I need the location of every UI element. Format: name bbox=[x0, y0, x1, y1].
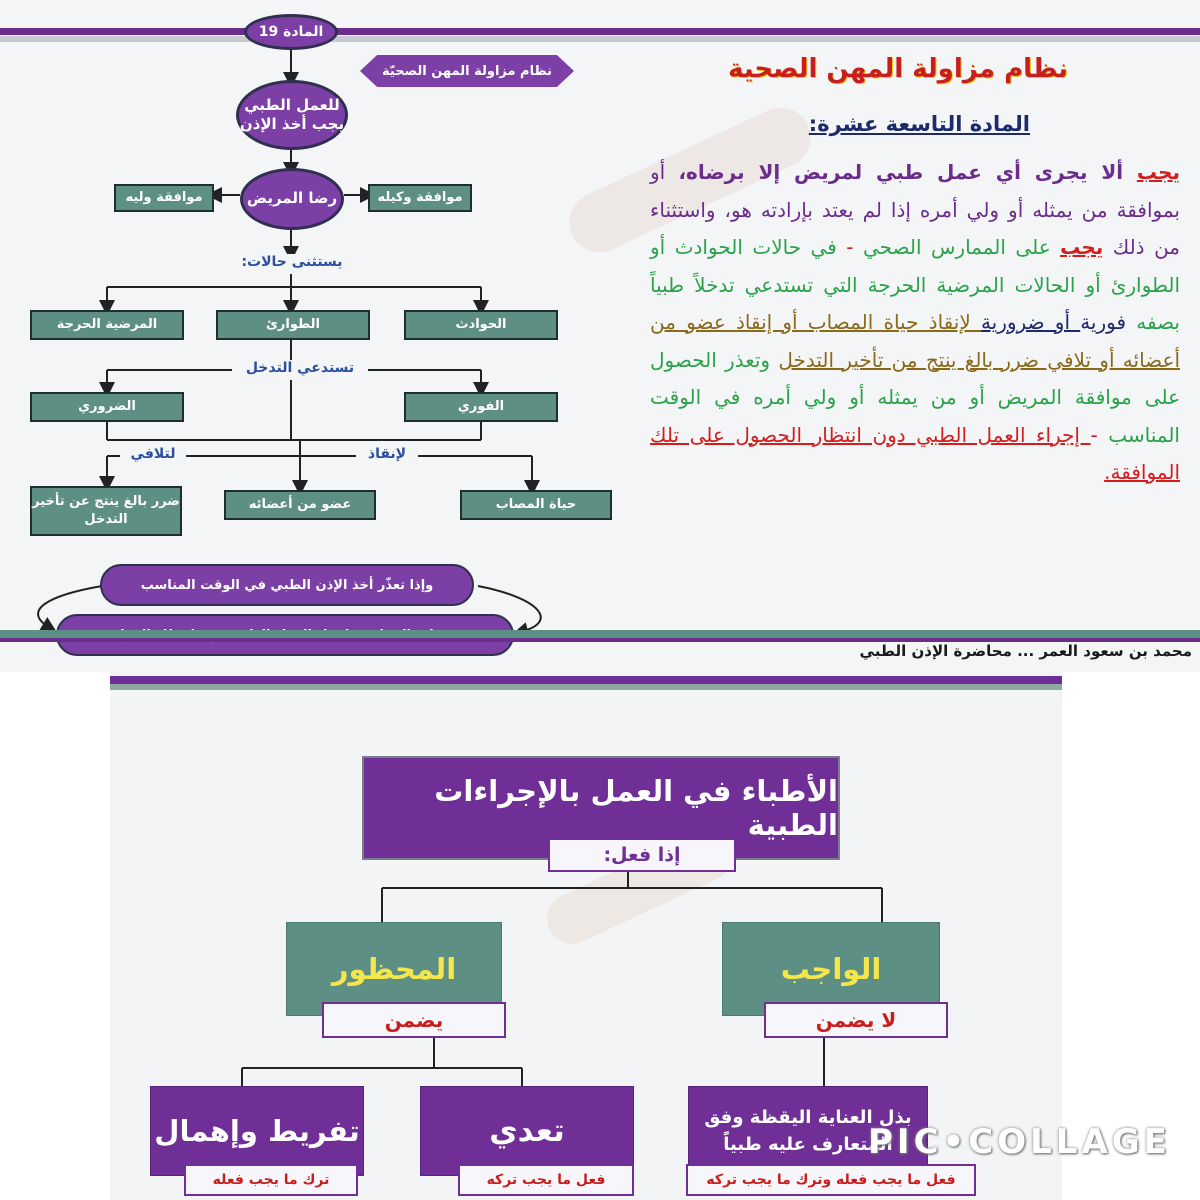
text-necessary: ضرورية bbox=[980, 310, 1045, 334]
footer-stripe-teal bbox=[0, 630, 1200, 638]
urgent-box: الفوري bbox=[404, 392, 558, 422]
critical-conditions-box: المرضية الحرجة bbox=[30, 310, 184, 340]
not-liable-box: لا يضمن bbox=[764, 1002, 948, 1038]
header-stripe-purple bbox=[0, 28, 1200, 35]
slide1-title: نظام مزاولة المهن الصحية bbox=[727, 54, 1068, 84]
due-care-box: بذل العناية اليقظة وفق المتعارف عليه طبي… bbox=[688, 1086, 928, 1176]
medical-permission-node: للعمل الطبي يجب أخذ الإذن bbox=[236, 80, 348, 150]
text-segment-practitioner: على الممارس الصحي bbox=[853, 235, 1061, 259]
accidents-box: الحوادث bbox=[404, 310, 558, 340]
obligatory-box: الواجب bbox=[722, 922, 940, 1016]
transgression-box: تعدي bbox=[420, 1086, 634, 1176]
text-segment-impossible: وتعذر الحصول على موافقة المريض أو من يمث… bbox=[650, 347, 1180, 447]
agent-consent-box: موافقة وكيله bbox=[368, 184, 472, 212]
if-did-box: إذا فعل: bbox=[548, 838, 736, 872]
serious-harm-box: ضرر بالغ ينتج عن تأخير التدخل bbox=[30, 486, 182, 536]
text-segment-save: لإنقاذ حياة المصاب أو إنقاذ عضو من أعضائ… bbox=[650, 310, 1180, 372]
slide-physicians-liability-chart: الأطباء في العمل بالإجراءات الطبية إذا ف… bbox=[110, 672, 1062, 1200]
text-segment-consent: ألا يجرى أي عمل طبي لمريض إلا برضاه، bbox=[678, 160, 1137, 184]
slide1-footer-credit: محمد بن سعود العمر ... محاضرة الإذن الطب… bbox=[859, 642, 1192, 660]
text-segment-proceed: إجراء العمل الطبي دون انتظار الحصول على … bbox=[650, 422, 1180, 485]
text-segment-cases: في حالات الحوادث أو الطوارئ أو الحالات ا… bbox=[650, 235, 1180, 334]
text-urgent: فورية bbox=[1080, 310, 1127, 334]
victim-life-box: حياة المصاب bbox=[460, 490, 612, 520]
to-avoid-label: لتلافي bbox=[120, 446, 186, 466]
slide-medical-consent-flowchart: المادة 19 نظام مزاولة المهن الصحيّة للعم… bbox=[0, 0, 1200, 672]
text-must-1: يجب bbox=[1136, 160, 1180, 184]
forbidden-box: المحظور bbox=[286, 922, 502, 1016]
text-dash-2: - bbox=[1090, 422, 1098, 447]
exceptions-label: يستثنى حالات: bbox=[228, 254, 356, 274]
flowchart-connectors bbox=[37, 48, 542, 638]
header-stripe-gray bbox=[0, 36, 1200, 42]
negligence-box: تفريط وإهمال bbox=[150, 1086, 364, 1176]
footer-stripe-purple bbox=[0, 638, 1200, 642]
article-19-node: المادة 19 bbox=[244, 14, 338, 50]
slide2-connectors bbox=[241, 864, 883, 1086]
organ-box: عضو من أعضائه bbox=[224, 490, 376, 520]
slide1-subtitle: المادة التاسعة عشرة: bbox=[808, 112, 1030, 136]
text-dash-1: - bbox=[846, 235, 854, 259]
slide2-stripe-purple bbox=[110, 676, 1062, 684]
emergencies-box: الطوارئ bbox=[216, 310, 370, 340]
article-19-text: يجب ألا يجرى أي عمل طبي لمريض إلا برضاه،… bbox=[650, 154, 1180, 574]
slide2-stripe-teal bbox=[110, 684, 1062, 690]
do-forbidden-box: فعل ما يجب تركه bbox=[458, 1164, 634, 1196]
text-segment-representative: أو بموافقة من يمثله أو ولي أمره إذا لم ي… bbox=[650, 160, 1181, 259]
health-professions-system-node: نظام مزاولة المهن الصحيّة bbox=[360, 55, 574, 87]
do-required-box: فعل ما يجب فعله وترك ما يجب تركه bbox=[686, 1164, 976, 1196]
text-or: أو bbox=[1044, 310, 1081, 334]
to-save-label: لإنقاذ bbox=[356, 446, 418, 466]
guardian-consent-box: موافقة وليه bbox=[114, 184, 214, 212]
leave-required-box: ترك ما يجب فعله bbox=[184, 1164, 358, 1196]
pic-collage-watermark: PIC•COLLAGE bbox=[868, 1122, 1171, 1162]
patient-consent-node: رضا المريض bbox=[240, 168, 344, 230]
necessary-box: الضروري bbox=[30, 392, 184, 422]
requires-intervention-label: تستدعي التدخل bbox=[232, 360, 368, 380]
text-must-2: يجب bbox=[1060, 235, 1104, 259]
liable-box: يضمن bbox=[322, 1002, 506, 1038]
permission-impossible-pill: وإذا تعذّر أخذ الإذن الطبي في الوقت المن… bbox=[100, 564, 474, 606]
